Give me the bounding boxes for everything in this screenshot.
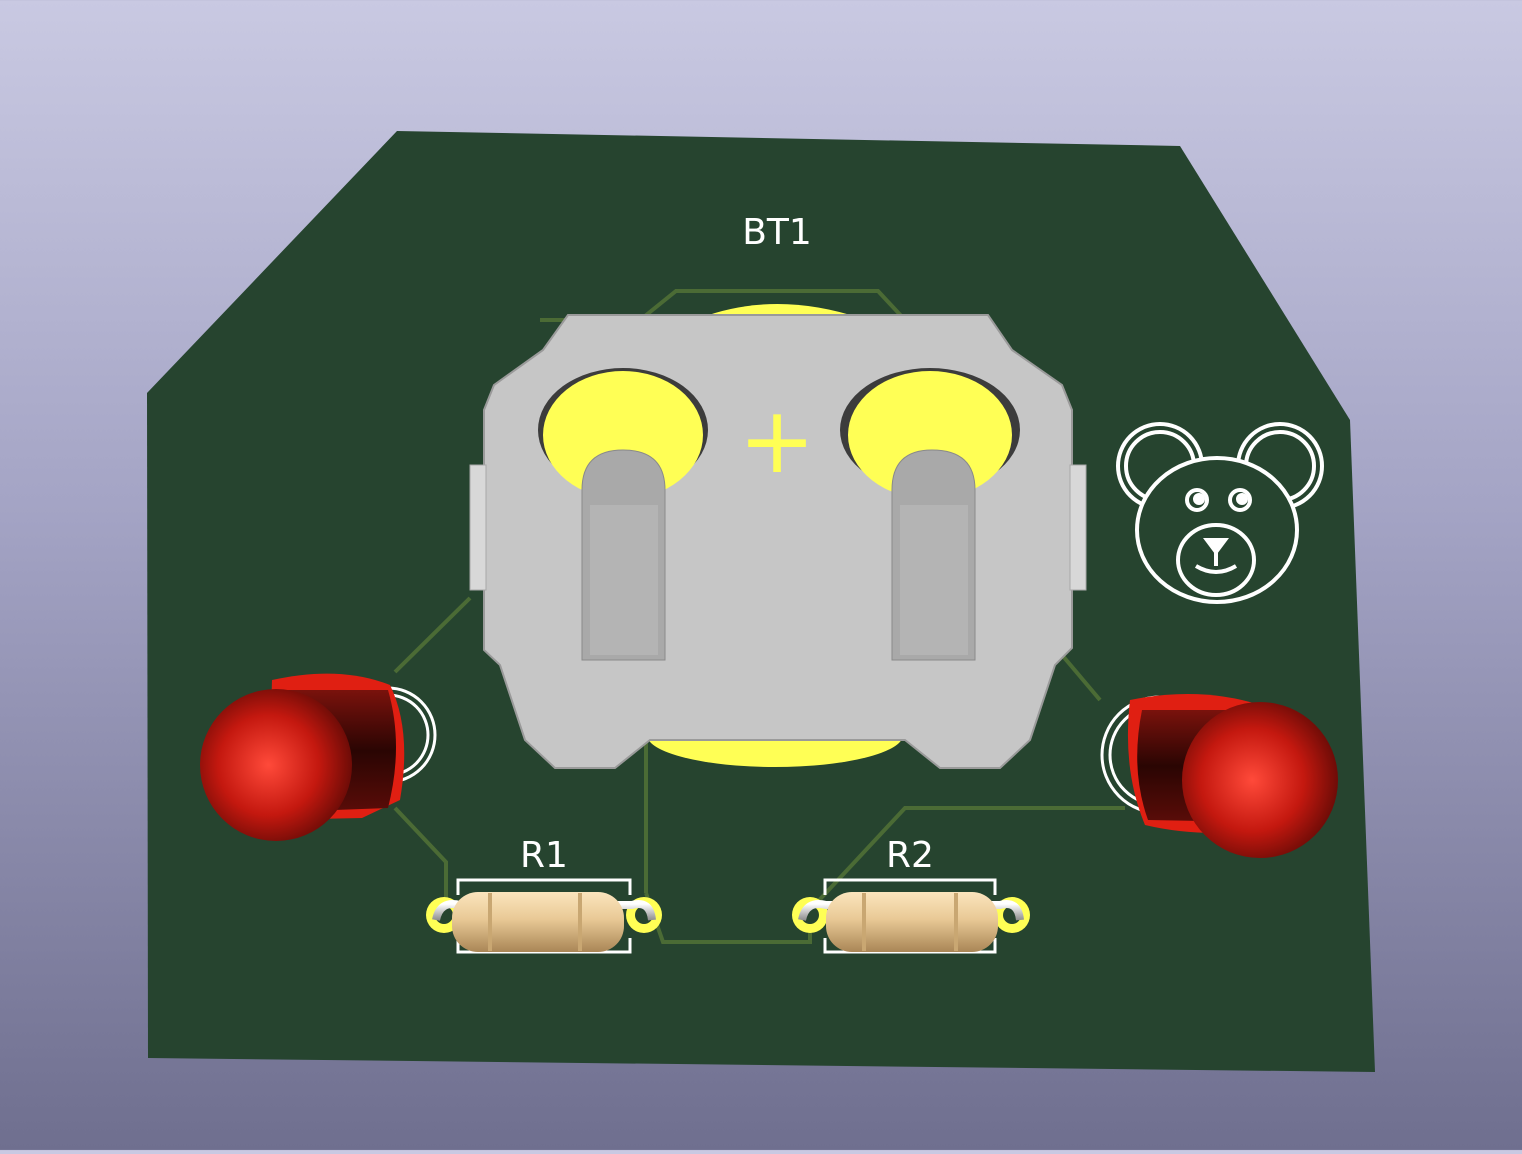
battery-holder <box>469 314 1087 769</box>
teddy-bear-icon <box>1116 422 1324 604</box>
battery-polarity-mark: + <box>738 387 815 494</box>
resistor-r1 <box>426 878 662 954</box>
led-right <box>1100 694 1338 858</box>
r2-reference-label: R2 <box>886 835 934 876</box>
bt1-reference-label: BT1 <box>742 212 812 253</box>
resistor-r2 <box>792 878 1030 954</box>
led-left <box>200 673 437 841</box>
r1-reference-label: R1 <box>520 835 568 876</box>
